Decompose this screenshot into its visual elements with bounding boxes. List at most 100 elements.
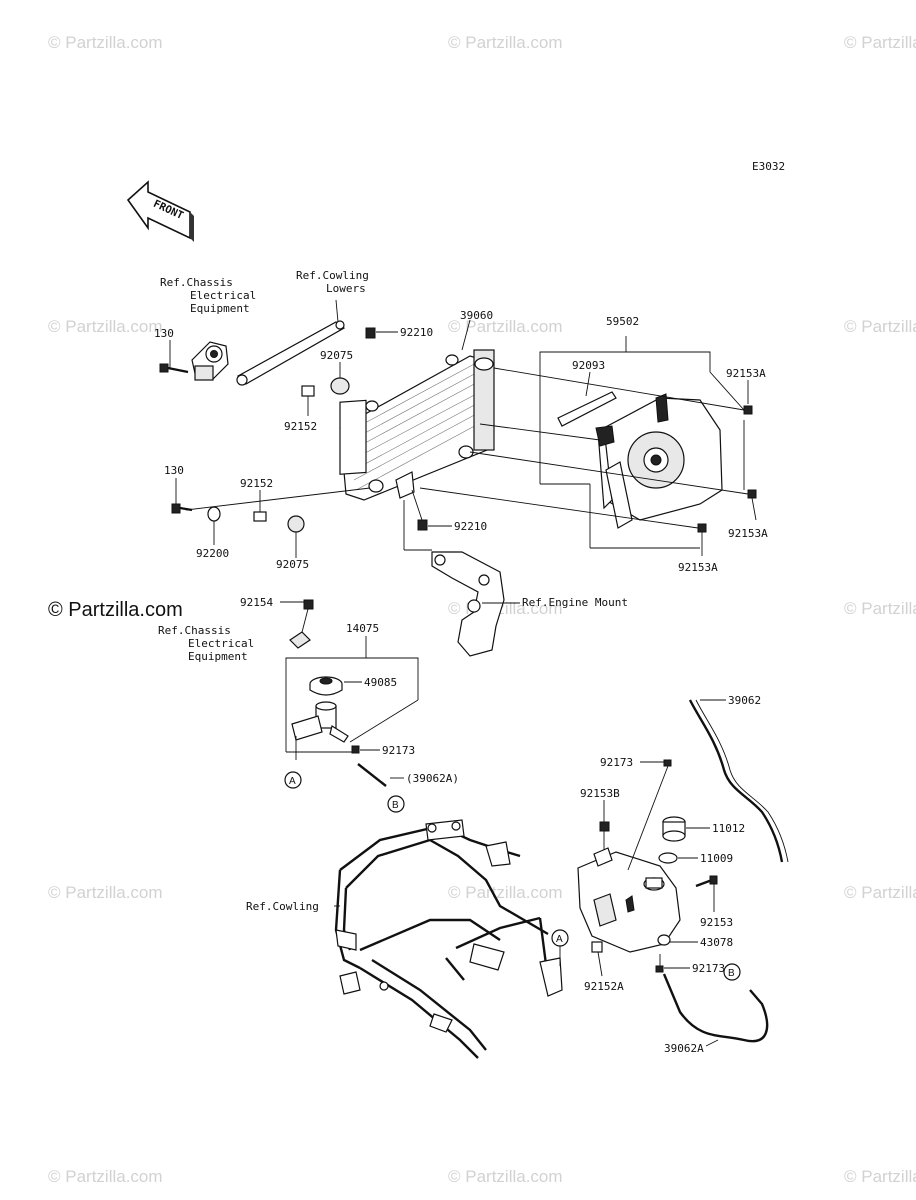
marker-a-upper (284, 771, 302, 789)
watermark-text: © Partzilla.com (448, 33, 563, 52)
clip-92210-upper (365, 327, 376, 339)
washer-92200 (207, 506, 221, 522)
label-ref-chassis-2-line1: Ref.Chassis (158, 624, 231, 637)
label-ref-chassis-1-line1: Ref.Chassis (160, 276, 233, 289)
bolt-92153A-a (743, 405, 753, 415)
label-ref-chassis-2-line3: Equipment (188, 650, 248, 663)
label-92075-upper: 92075 (320, 349, 353, 362)
group-bracket-14075 (285, 657, 419, 678)
callout-labels: Ref.Chassis Electrical Equipment Ref.Cow… (154, 269, 768, 1055)
watermark-text: © Partzilla.com (48, 1167, 163, 1186)
fan-seal-92093 (557, 391, 617, 427)
clip-92210-lower (417, 519, 428, 531)
watermark-text-dark: © Partzilla.com (48, 599, 183, 621)
label-ref-chassis-2-line2: Electrical (188, 637, 254, 650)
marker-b-lower (723, 963, 741, 981)
label-ref-chassis-1-line3: Equipment (190, 302, 250, 315)
label-ref-cowling-lowers-line2: Lowers (326, 282, 366, 295)
label-92152-lower: 92152 (240, 477, 273, 490)
grommet-43078 (657, 934, 671, 946)
watermark-text: © Partzilla.com (448, 1167, 563, 1186)
clamp-92173-a (351, 745, 360, 754)
watermark-text: © Partzilla.com (844, 317, 916, 336)
label-92152A: 92152A (584, 980, 624, 993)
bolt-92153B (599, 821, 610, 832)
clip-ref-chassis (289, 631, 311, 649)
clamp-92173-b (663, 759, 672, 767)
cowling-stay-bar (236, 320, 346, 386)
label-92153A-a: 92153A (726, 367, 766, 380)
label-11012: 11012 (712, 822, 745, 835)
label-39062A: 39062A (664, 1042, 704, 1055)
label-92152-upper: 92152 (284, 420, 317, 433)
label-92154: 92154 (240, 596, 273, 609)
label-92093: 92093 (572, 359, 605, 372)
watermark-text: © Partzilla.com (448, 883, 563, 902)
collar-92152A (591, 941, 603, 953)
label-92153A-c: 92153A (678, 561, 718, 574)
gasket-11009 (658, 852, 678, 864)
grommet-92075-upper (330, 377, 350, 395)
cowling-stay-frame (334, 819, 563, 1059)
label-92173-b: 92173 (600, 756, 633, 769)
bolt-92154 (303, 599, 314, 610)
label-59502: 59502 (606, 315, 639, 328)
hose-39062 (688, 699, 784, 863)
collar-92152-lower (253, 511, 267, 522)
collar-92152-upper (301, 385, 315, 397)
watermark-text: © Partzilla.com (844, 599, 916, 618)
label-92173-a: 92173 (382, 744, 415, 757)
filler-neck (291, 701, 349, 760)
watermark-text: © Partzilla.com (48, 33, 163, 52)
reservoir-cap-11012 (662, 816, 686, 842)
watermark-text: © Partzilla.com (844, 33, 916, 52)
label-92210-lower: 92210 (454, 520, 487, 533)
label-49085: 49085 (364, 676, 397, 689)
label-92173-c: 92173 (692, 962, 725, 975)
label-92153B: 92153B (580, 787, 620, 800)
marker-a-upper-label: A (289, 776, 296, 787)
label-ref-cowling: Ref.Cowling (246, 900, 319, 913)
label-92210-upper: 92210 (400, 326, 433, 339)
diagram-code: E3032 (752, 160, 785, 173)
marker-a-lower-label: A (556, 934, 563, 945)
front-arrow-icon: FRONT (126, 180, 194, 242)
bolt-92153A-c (697, 523, 707, 533)
label-ref-engine-mount: Ref.Engine Mount (522, 596, 628, 609)
marker-b-lower-label: B (728, 968, 735, 979)
marker-b-upper-label: B (392, 800, 399, 811)
label-39062A-paren: (39062A) (406, 772, 459, 785)
bolt-130-lower (171, 503, 193, 514)
clamp-92173-c (655, 965, 664, 973)
grommet-92075-lower (287, 515, 305, 533)
watermark-text: © Partzilla.com (48, 883, 163, 902)
radiator-39060 (339, 349, 495, 501)
bolt-92153 (695, 875, 718, 888)
label-39062: 39062 (728, 694, 761, 707)
engine-mount-bracket (431, 551, 505, 657)
label-ref-chassis-1-line2: Electrical (190, 289, 256, 302)
label-39060: 39060 (460, 309, 493, 322)
fan-assembly-59502 (595, 393, 723, 529)
label-11009: 11009 (700, 852, 733, 865)
bolt-130-upper (159, 363, 189, 374)
reservoir-tank (577, 847, 681, 953)
label-14075: 14075 (346, 622, 379, 635)
label-130-lower: 130 (164, 464, 184, 477)
label-92200: 92200 (196, 547, 229, 560)
group-bracket-59502 (539, 351, 711, 372)
chassis-bracket (191, 341, 229, 381)
watermark-text: © Partzilla.com (844, 1167, 916, 1186)
label-92075-lower: 92075 (276, 558, 309, 571)
hose-39062A (662, 973, 769, 1043)
label-130-upper: 130 (154, 327, 174, 340)
hose-39062A-short (357, 763, 387, 787)
radiator-cap-49085 (309, 676, 343, 696)
label-92153: 92153 (700, 916, 733, 929)
label-43078: 43078 (700, 936, 733, 949)
bolt-92153A-b (747, 489, 757, 499)
label-ref-cowling-lowers-line1: Ref.Cowling (296, 269, 369, 282)
label-92153A-b: 92153A (728, 527, 768, 540)
